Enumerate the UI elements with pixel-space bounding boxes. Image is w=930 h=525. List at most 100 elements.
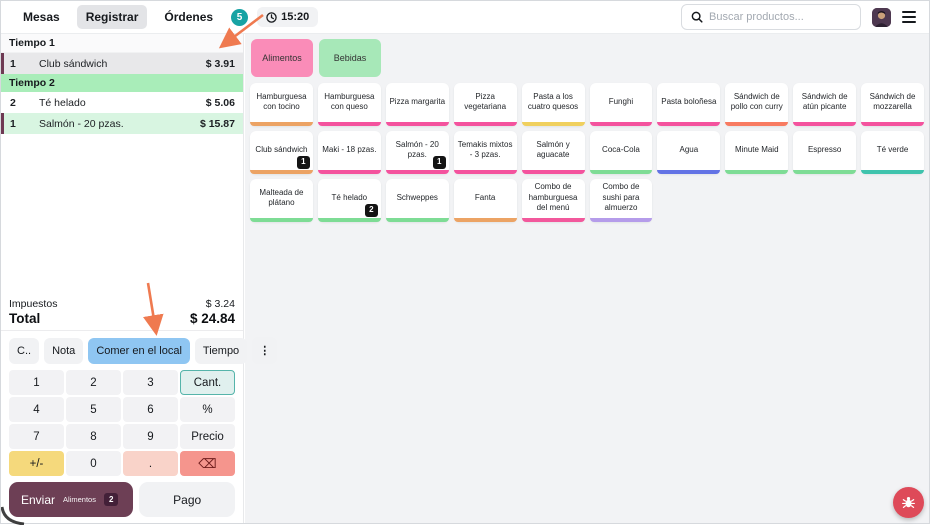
product-color-bar <box>521 218 585 222</box>
product-name: Minute Maid <box>734 144 779 154</box>
product-tile[interactable]: Malteada de plátano <box>250 179 313 222</box>
product-color-bar <box>793 122 857 126</box>
product-name: Hamburguesa con queso <box>324 91 375 111</box>
product-tile[interactable]: Combo de sushi para almuerzo <box>589 179 653 222</box>
numpad-key-6[interactable]: 6 <box>123 397 178 422</box>
product-tile[interactable]: Funghi <box>589 83 653 126</box>
product-name: Combo de hamburguesa del menú <box>528 182 578 213</box>
numpad-key-precio[interactable]: Precio <box>180 424 235 449</box>
action-button-nota[interactable]: Nota <box>44 337 84 364</box>
nav-tab-registrar[interactable]: Registrar <box>76 5 148 29</box>
numpad-key-cant[interactable]: Cant. <box>180 370 235 395</box>
product-name: Club sándwich <box>255 144 308 154</box>
product-tile[interactable]: Salmón y aguacate <box>521 131 585 174</box>
pay-button[interactable]: Pago <box>139 482 235 517</box>
product-tile[interactable]: Coca-Cola <box>589 131 653 174</box>
avatar[interactable] <box>872 7 891 27</box>
product-tile[interactable]: Hamburguesa con tocino <box>250 83 313 126</box>
clock-icon <box>266 11 277 23</box>
send-label: Enviar <box>21 492 56 507</box>
action-button-tiempo[interactable]: Tiempo <box>194 337 248 364</box>
product-tile[interactable]: Pizza margarita <box>385 83 449 126</box>
numpad-key-0[interactable]: 0 <box>66 451 121 476</box>
product-tile[interactable]: Pizza vegetariana <box>453 83 517 126</box>
product-tile[interactable]: Pasta boloñesa <box>657 83 721 126</box>
product-qty-badge: 1 <box>432 156 446 169</box>
product-tile[interactable]: Temakis mixtos - 3 pzas. <box>453 131 517 174</box>
numpad-key-8[interactable]: 8 <box>66 424 121 449</box>
product-tile[interactable]: Sándwich de mozzarella <box>861 83 924 126</box>
product-color-bar <box>521 170 585 174</box>
product-name: Té verde <box>876 144 909 154</box>
numpad-key-4[interactable]: 4 <box>9 397 64 422</box>
product-color-bar <box>453 170 517 174</box>
debug-fab-button[interactable] <box>893 487 924 518</box>
product-name: Pasta boloñesa <box>661 96 717 106</box>
order-item-qty: 2 <box>10 96 16 109</box>
product-tile[interactable]: Agua <box>657 131 721 174</box>
search-box[interactable] <box>681 4 861 30</box>
numpad-key-3[interactable]: 3 <box>123 370 178 395</box>
product-name: Agua <box>679 144 699 154</box>
product-name: Schweppes <box>396 192 438 202</box>
product-color-bar <box>317 170 381 174</box>
product-color-bar <box>453 218 517 222</box>
product-tile[interactable]: Minute Maid <box>725 131 789 174</box>
product-color-bar <box>317 218 381 222</box>
numpad-key-[interactable]: +/- <box>9 451 64 476</box>
product-tile[interactable]: Schweppes <box>385 179 449 222</box>
more-options-button[interactable]: ⋮ <box>252 337 278 364</box>
product-color-bar <box>250 218 313 222</box>
order-group-header: Tiempo 1 <box>1 34 243 53</box>
order-item-qty: 1 <box>10 117 16 130</box>
numpad-key-[interactable]: % <box>180 397 235 422</box>
product-tile[interactable]: Espresso <box>793 131 857 174</box>
clock-time: 15:20 <box>281 11 310 23</box>
category-tab-alimentos[interactable]: Alimentos <box>251 39 313 77</box>
clock-pill[interactable]: 15:20 <box>257 7 319 27</box>
orders-count-badge: 5 <box>231 8 249 26</box>
numpad-key-1[interactable]: 1 <box>9 370 64 395</box>
category-tab-bebidas[interactable]: Bebidas <box>319 39 381 77</box>
backspace-key[interactable]: ⌫ <box>180 451 235 476</box>
product-name: Pizza vegetariana <box>464 91 507 111</box>
numpad-key-2[interactable]: 2 <box>66 370 121 395</box>
nav-tab-mesas[interactable]: Mesas <box>23 10 60 24</box>
product-color-bar <box>725 170 789 174</box>
send-category: Alimentos <box>63 495 96 504</box>
order-group-header: Tiempo 2 <box>1 74 243 92</box>
product-tile[interactable]: Sándwich de pollo con curry <box>725 83 789 126</box>
product-color-bar <box>250 122 313 126</box>
action-button-comerenellocal[interactable]: Comer en el local <box>88 337 190 364</box>
product-name: Temakis mixtos - 3 pzas. <box>457 139 513 159</box>
product-color-bar <box>589 170 653 174</box>
product-tile[interactable]: Té verde <box>861 131 924 174</box>
product-tile[interactable]: Sándwich de atún picante <box>793 83 857 126</box>
numpad-key-5[interactable]: 5 <box>66 397 121 422</box>
search-input[interactable] <box>709 11 851 23</box>
numpad-key-7[interactable]: 7 <box>9 424 64 449</box>
product-tile[interactable]: Salmón - 20 pzas.1 <box>385 131 449 174</box>
product-color-bar <box>861 122 924 126</box>
action-button-c[interactable]: C.. <box>9 337 40 364</box>
product-tile[interactable]: Pasta a los cuatro quesos <box>521 83 585 126</box>
product-tile[interactable]: Hamburguesa con queso <box>317 83 381 126</box>
product-name: Combo de sushi para almuerzo <box>602 182 640 213</box>
numpad-key-9[interactable]: 9 <box>123 424 178 449</box>
product-tile[interactable]: Maki - 18 pzas. <box>317 131 381 174</box>
product-tile[interactable]: Fanta <box>453 179 517 222</box>
numpad-key-[interactable]: . <box>123 451 178 476</box>
send-button[interactable]: Enviar Alimentos 2 <box>9 482 134 517</box>
menu-icon[interactable] <box>902 11 916 23</box>
product-name: Té helado <box>331 192 368 202</box>
nav-tab-ordenes[interactable]: Órdenes <box>164 10 214 24</box>
product-tile[interactable]: Combo de hamburguesa del menú <box>521 179 585 222</box>
